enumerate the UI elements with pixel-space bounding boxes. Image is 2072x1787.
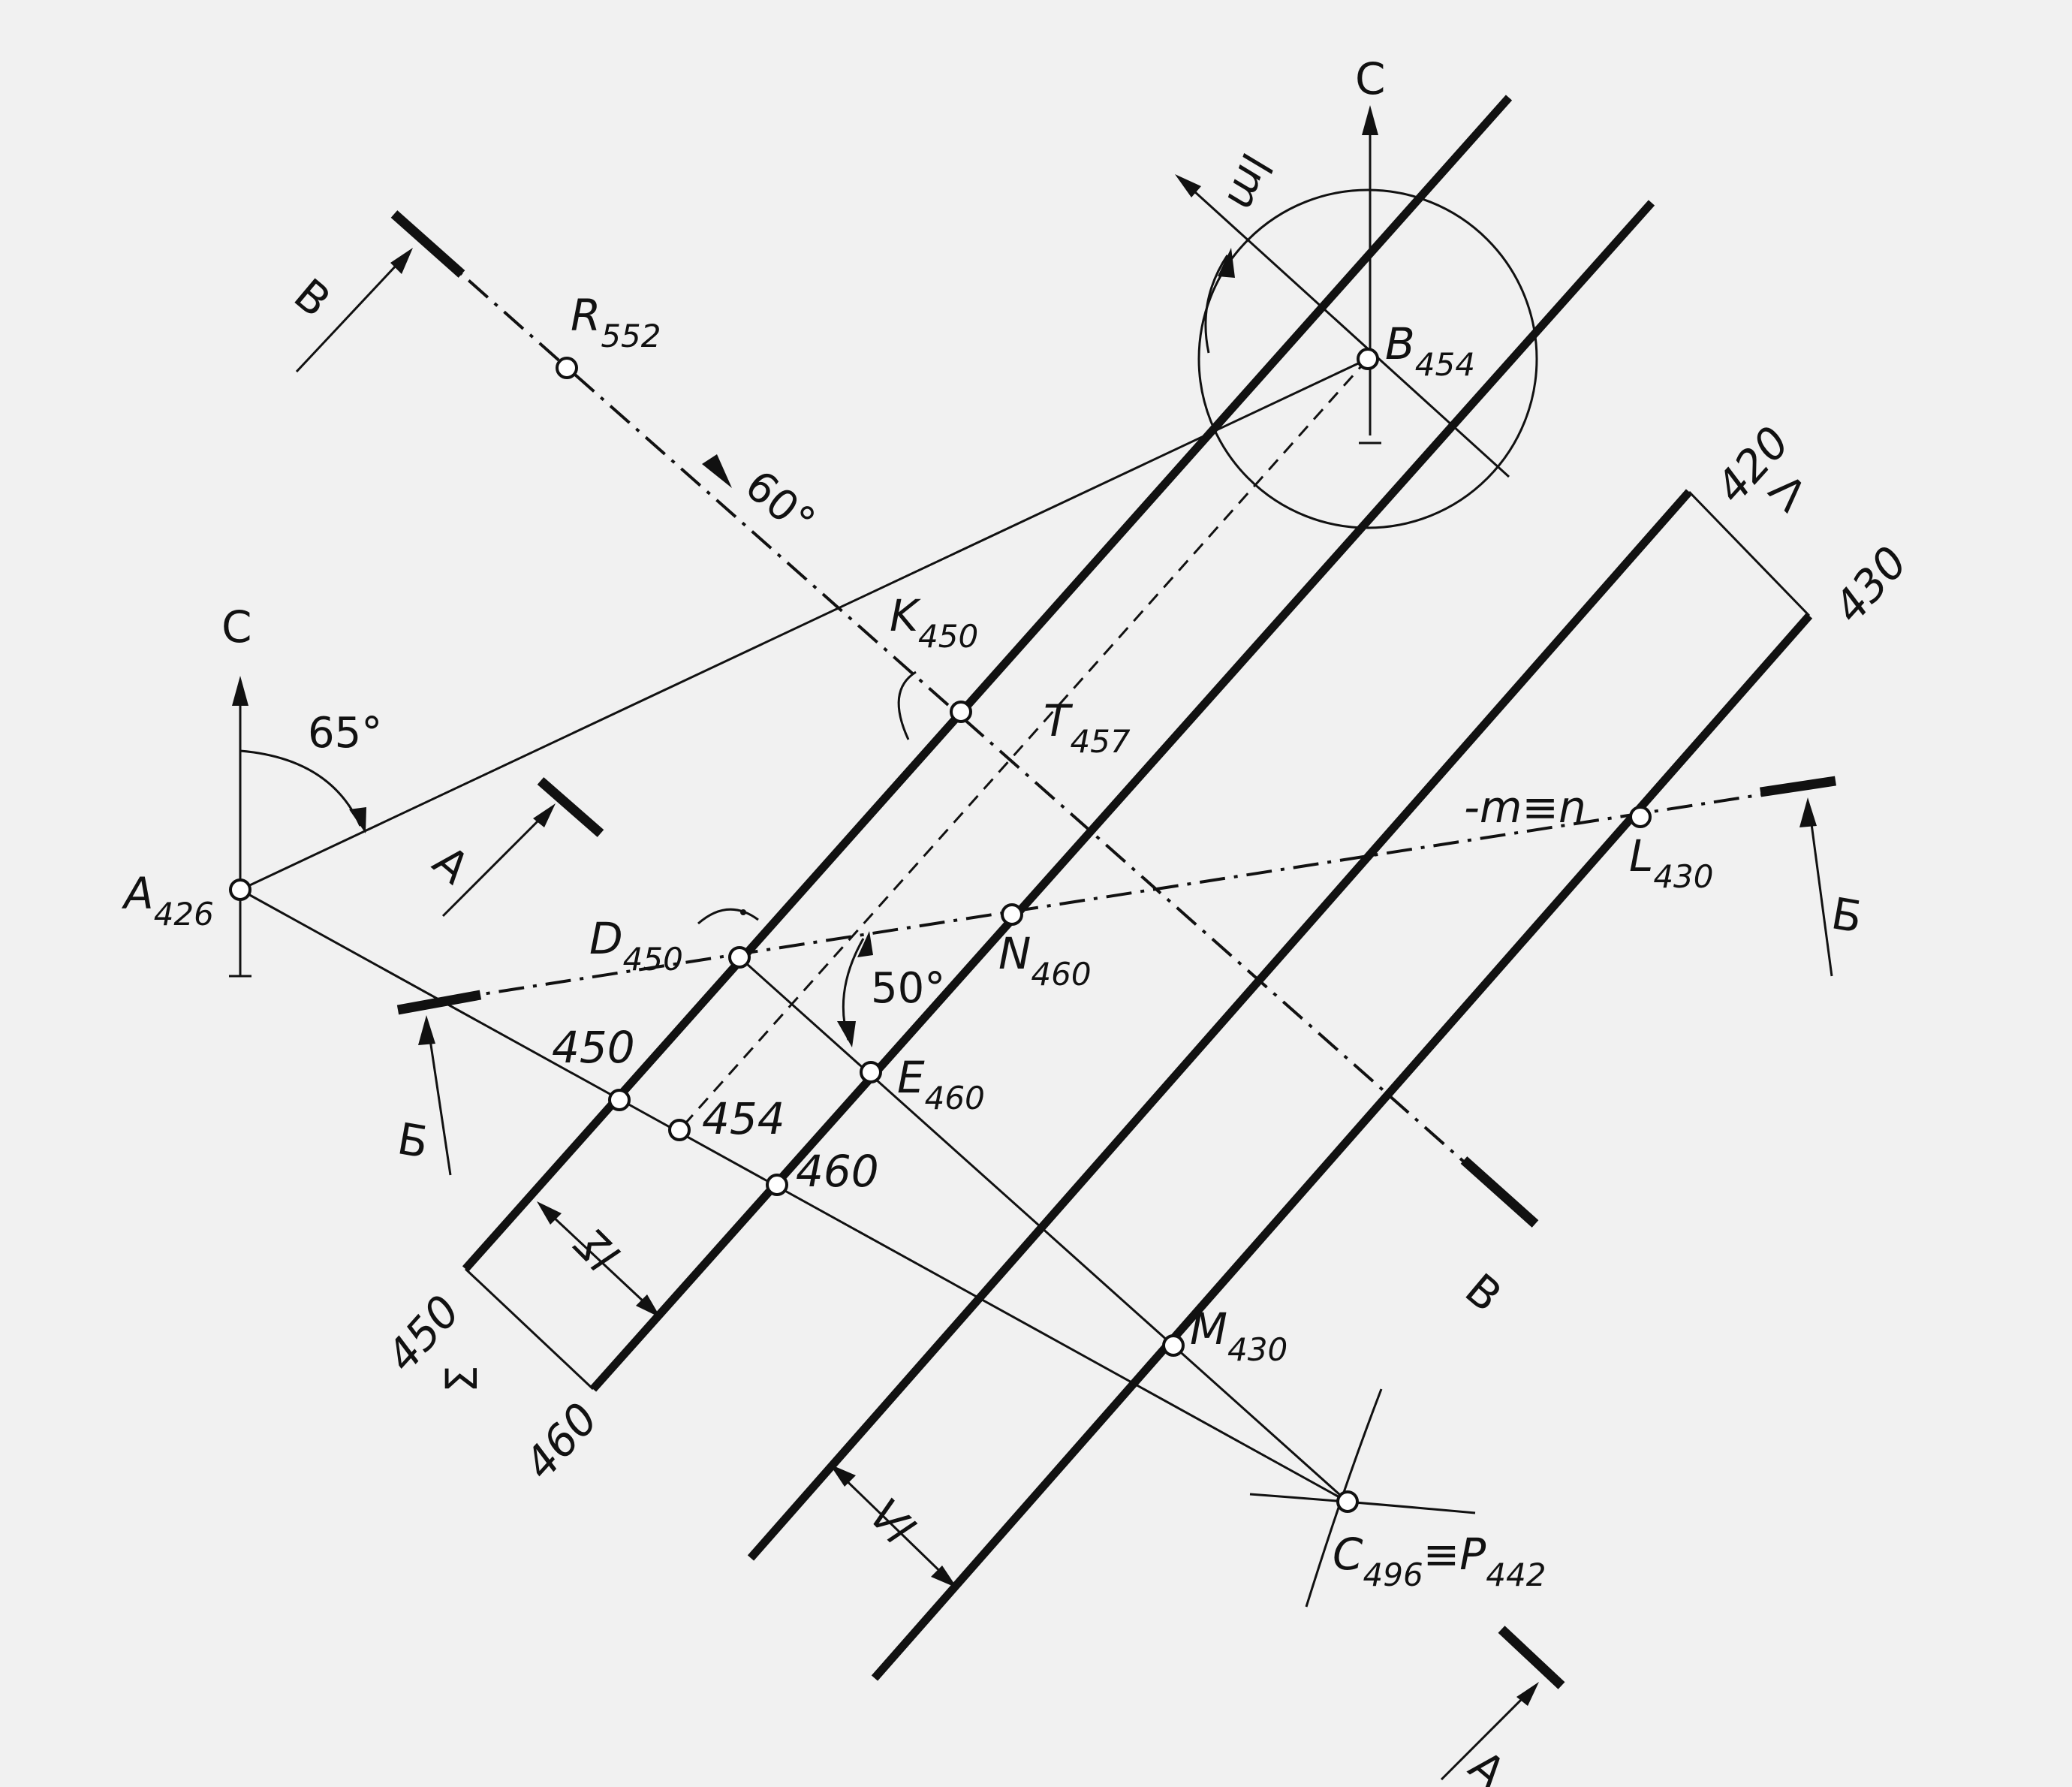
north-arrowhead-A xyxy=(232,676,248,706)
label-K: K450 xyxy=(890,590,978,655)
point-L xyxy=(1629,806,1652,828)
section-B-left-bar xyxy=(396,990,482,1015)
section-A-bottom-bar xyxy=(1498,1626,1565,1689)
interval-label-sigma: lΣ xyxy=(565,1217,630,1282)
interval-label-m: lm xyxy=(1216,148,1283,217)
point-450-on-sigma xyxy=(608,1089,631,1111)
mn-label: -m≡n xyxy=(1464,782,1586,833)
elev-454: 454 xyxy=(702,1093,785,1144)
line-A-to-C xyxy=(239,888,1348,1503)
section-V-bottom-bar xyxy=(1460,1156,1539,1228)
section-label-B-left: Б xyxy=(393,1113,432,1168)
section-A-bottom-arrow xyxy=(1440,1684,1537,1781)
section-B-right-arrowhead xyxy=(1799,797,1817,827)
m-arrowhead xyxy=(1175,174,1201,197)
plane-label-sigma: Σ xyxy=(436,1365,487,1393)
arc-arrowhead-B xyxy=(1218,248,1235,278)
north-label-B: С xyxy=(1355,53,1386,104)
point-454 xyxy=(668,1119,691,1141)
label-T: T457 xyxy=(1044,695,1131,760)
label-N: N460 xyxy=(998,928,1092,993)
point-460-on-sigma xyxy=(766,1174,788,1196)
north-arrowhead-B xyxy=(1362,105,1378,135)
interval-lambda-head2 xyxy=(931,1566,957,1588)
contour-label-460: 460 xyxy=(514,1393,608,1489)
section-B-right-bar xyxy=(1760,776,1836,797)
section-B-left-arrowhead xyxy=(418,1015,435,1045)
north-label-A: С xyxy=(221,601,252,652)
section-B-left-arrow xyxy=(426,1024,452,1176)
arc-arrow-B xyxy=(1204,255,1229,354)
right-angle-mark-K xyxy=(897,671,917,740)
label-B: B454 xyxy=(1385,318,1475,383)
section-A-top-arrowhead xyxy=(533,803,556,827)
angle-50-arrowhead xyxy=(837,1021,856,1047)
right-angle-dot xyxy=(740,909,746,915)
label-L: L430 xyxy=(1629,830,1714,895)
point-N xyxy=(1001,903,1023,926)
line-B-to-454 xyxy=(678,358,1369,1131)
line-A-to-B xyxy=(239,357,1369,891)
section-label-V-bottom: В xyxy=(1456,1264,1511,1322)
interval-lambda-line xyxy=(832,1466,955,1586)
label-A: A426 xyxy=(121,868,214,933)
sigma-contour-450 xyxy=(462,95,1513,1272)
section-A-bottom-arrowhead xyxy=(1516,1682,1539,1706)
angle-50-label: 50° xyxy=(871,964,945,1013)
line-D-to-C xyxy=(738,956,1349,1503)
section-B-right-arrow xyxy=(1808,806,1833,977)
circle-around-B xyxy=(1197,188,1538,529)
label-M: M430 xyxy=(1190,1303,1287,1368)
lambda-scale-tick xyxy=(1688,490,1811,617)
line-R-to-section-V xyxy=(396,216,1480,1177)
angle-65-arrowhead xyxy=(349,807,366,833)
point-R xyxy=(556,357,578,379)
line-B-direction xyxy=(1185,182,1510,478)
point-M xyxy=(1162,1334,1185,1357)
label-E: E460 xyxy=(897,1052,985,1116)
interval-sigma-line xyxy=(539,1204,658,1315)
right-angle-mark-D xyxy=(697,908,759,925)
section-V-top-bar xyxy=(390,210,465,278)
point-A xyxy=(229,878,251,901)
section-label-B-right: Б xyxy=(1827,887,1866,943)
section-A-top-arrow xyxy=(441,806,553,918)
section-label-A-top: А xyxy=(423,836,479,894)
label-C-P: C496≡P442 xyxy=(1333,1529,1546,1593)
elev-450: 450 xyxy=(552,1022,635,1073)
label-R: R552 xyxy=(571,290,661,354)
interval-lambda-head1 xyxy=(830,1464,856,1487)
point-C xyxy=(1336,1490,1359,1513)
elev-460: 460 xyxy=(796,1146,879,1197)
angle-65-label: 65° xyxy=(308,709,382,758)
point-K xyxy=(950,701,972,723)
section-label-V-top: В xyxy=(285,269,340,327)
point-D xyxy=(728,946,751,969)
section-label-A-bottom: А xyxy=(1459,1740,1515,1787)
angle-65-arc xyxy=(239,749,362,827)
angle-60-label: 60° xyxy=(736,461,824,547)
interval-sigma-head1 xyxy=(537,1201,562,1225)
label-D: D450 xyxy=(589,913,683,978)
point-B xyxy=(1357,348,1379,370)
interval-label-lambda: lΛ xyxy=(860,1487,926,1553)
section-V-top-arrowhead xyxy=(390,248,413,274)
point-E xyxy=(860,1061,882,1083)
lambda-contour-420 xyxy=(747,489,1693,1561)
arrow-60-head xyxy=(702,454,732,488)
angle-50-arrowhead-top xyxy=(857,931,873,957)
section-V-top-arrow xyxy=(295,250,411,373)
arc-at-C-2 xyxy=(1249,1493,1476,1514)
section-A-top-bar xyxy=(537,777,604,837)
sigma-scale-tick xyxy=(464,1267,595,1391)
contour-label-430: 430 xyxy=(1824,537,1917,633)
lambda-contour-430 xyxy=(871,613,1813,1681)
interval-sigma-head2 xyxy=(636,1294,661,1318)
